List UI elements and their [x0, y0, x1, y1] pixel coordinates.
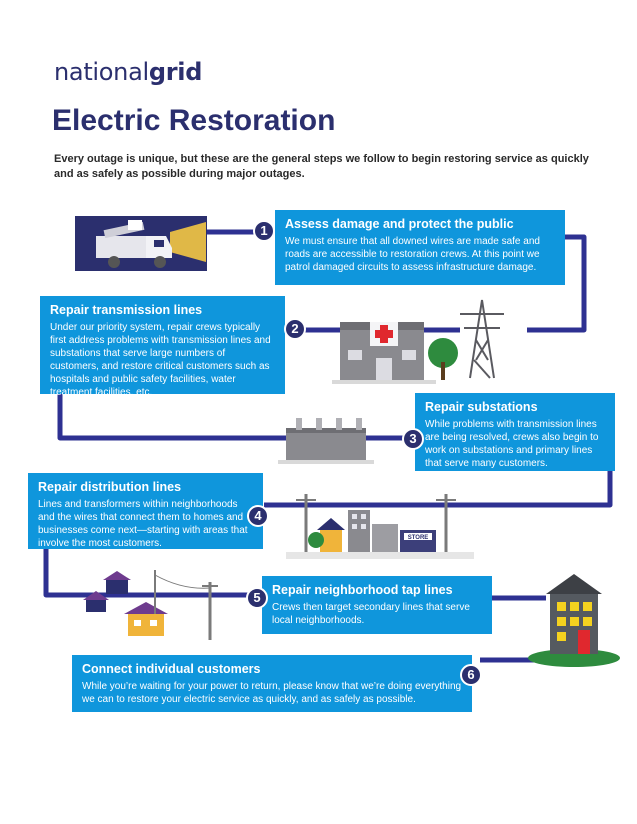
step-2-card: Repair transmission lines Under our prio…	[40, 296, 285, 398]
step-5-badge: 5	[246, 587, 268, 609]
step-5-body: Crews then target secondary lines that s…	[272, 602, 470, 626]
bucket-truck-icon	[75, 216, 207, 271]
step-2-badge: 2	[284, 318, 306, 340]
step-1-title: Assess damage and protect the public	[285, 217, 514, 231]
national-grid-logo: nationalgrid	[54, 58, 202, 86]
step-4-card: Repair distribution lines Lines and tran…	[28, 473, 263, 549]
transmission-tower-icon	[460, 299, 504, 379]
tree-icon	[428, 338, 458, 380]
step-2-title: Repair transmission lines	[50, 303, 203, 317]
step-6-body: While you’re waiting for your power to r…	[82, 681, 462, 705]
store-sign-label: STORE	[408, 535, 429, 541]
step-6-card: Connect individual customers While you’r…	[72, 655, 472, 712]
step-1-body: We must ensure that all downed wires are…	[285, 236, 540, 273]
logo-regular-text: national	[54, 58, 149, 86]
lit-house-icon	[528, 574, 620, 667]
neighborhood-buildings-icon: STORE	[286, 494, 474, 559]
step-3-title: Repair substations	[425, 400, 538, 414]
step-4-body: Lines and transformers within neighborho…	[38, 499, 248, 549]
substation-icon	[278, 418, 374, 464]
houses-icon	[83, 570, 218, 640]
step-4-badge: 4	[247, 505, 269, 527]
step-2-body: Under our priority system, repair crews …	[50, 322, 271, 398]
step-3-body: While problems with transmission lines a…	[425, 419, 599, 469]
intro-paragraph: Every outage is unique, but these are th…	[54, 153, 589, 180]
page-title: Electric Restoration	[52, 104, 336, 137]
step-6-title: Connect individual customers	[82, 662, 261, 676]
step-5-title: Repair neighborhood tap lines	[272, 583, 453, 597]
step-3-badge: 3	[402, 428, 424, 450]
step-4-title: Repair distribution lines	[38, 480, 182, 494]
step-1-badge: 1	[253, 220, 275, 242]
step-6-badge: 6	[460, 664, 482, 686]
logo-bold-text: grid	[148, 58, 203, 86]
step-5-card: Repair neighborhood tap lines Crews then…	[262, 576, 492, 634]
step-1-card: Assess damage and protect the public We …	[275, 210, 565, 285]
step-3-card: Repair substations While problems with t…	[415, 393, 615, 471]
hospital-icon	[332, 322, 436, 384]
